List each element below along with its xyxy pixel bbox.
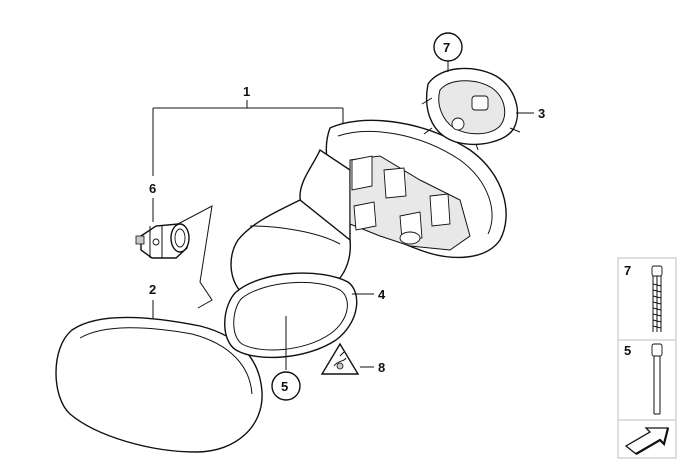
callout-6-label: 6 [149, 181, 156, 196]
hardware-legend: 7 5 [617, 257, 677, 459]
callout-4[interactable]: 4 [352, 287, 386, 302]
mirror-motor-icon [135, 205, 213, 309]
callout-3[interactable]: 3 [516, 106, 545, 121]
callout-5[interactable]: 5 [271, 316, 301, 401]
callout-3-label: 3 [538, 106, 545, 121]
mirror-base [421, 67, 521, 151]
screw-icon [651, 265, 663, 332]
electric-plug-icon [320, 342, 360, 375]
callout-6[interactable]: 6 [149, 181, 156, 222]
bolt-icon [651, 343, 663, 415]
gasket [224, 272, 358, 359]
callout-4-label: 4 [378, 287, 386, 302]
mirror-glass-icon [55, 316, 263, 453]
callout-1-label: 1 [243, 84, 250, 99]
callout-8-label: 8 [378, 360, 385, 375]
callout-2-label: 2 [149, 282, 156, 297]
callout-2[interactable]: 2 [149, 282, 156, 320]
callout-5-label: 5 [281, 379, 288, 394]
navigation-arrow-icon[interactable] [624, 427, 670, 455]
callout-8[interactable]: 8 [360, 360, 385, 375]
callout-7[interactable]: 7 [433, 32, 463, 72]
legend-label-7: 7 [624, 263, 631, 278]
legend-label-5: 5 [624, 343, 631, 358]
callout-7-label: 7 [443, 40, 450, 55]
